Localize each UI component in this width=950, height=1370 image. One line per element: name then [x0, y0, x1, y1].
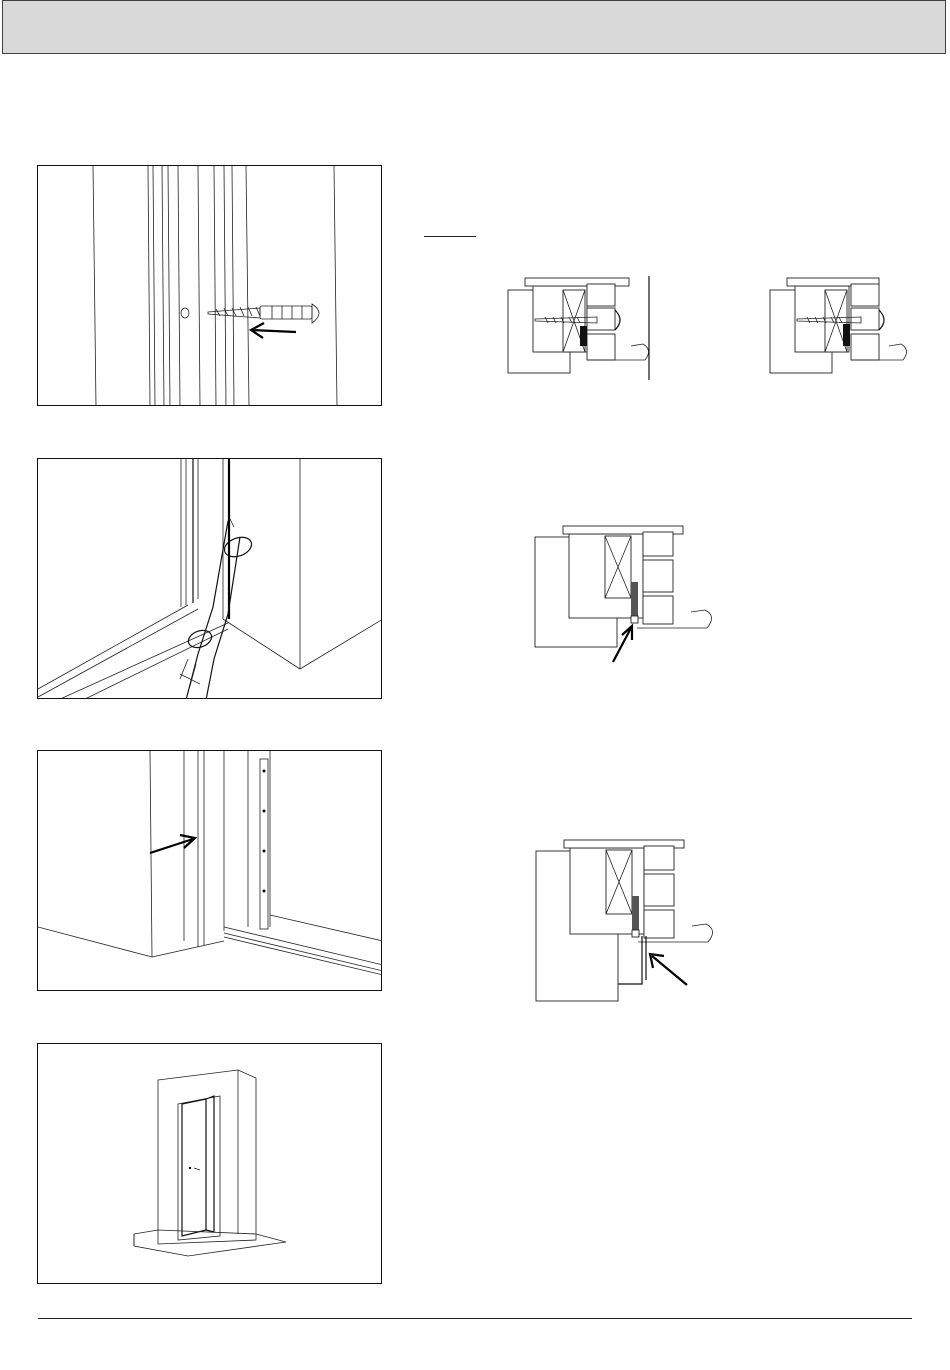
sealant-gun-figure [38, 459, 382, 699]
door-icon [134, 1070, 286, 1256]
sealant-gun-icon [180, 459, 254, 699]
frame-section-right [770, 278, 907, 373]
sealant-joint-detail [533, 524, 723, 694]
arrow-icon [150, 835, 195, 853]
detail-marker-line [424, 236, 476, 237]
screw-icon [208, 304, 319, 323]
step-2-figure [37, 458, 382, 699]
screw-into-frame-figure [38, 166, 382, 406]
step-1-figure [37, 165, 382, 406]
step-4-figure [37, 1043, 382, 1284]
arrow-icon [251, 323, 296, 338]
footer-rule [38, 1318, 912, 1319]
header-band [2, 0, 946, 54]
arrow-icon [650, 954, 687, 985]
bottom-joint-detail [534, 838, 724, 1008]
frame-joint-arrow-figure [38, 751, 382, 991]
frame-section-left [508, 278, 649, 373]
installed-door-figure [38, 1044, 382, 1284]
step-3-figure [37, 750, 382, 991]
frame-section-detail-pair [505, 276, 910, 386]
